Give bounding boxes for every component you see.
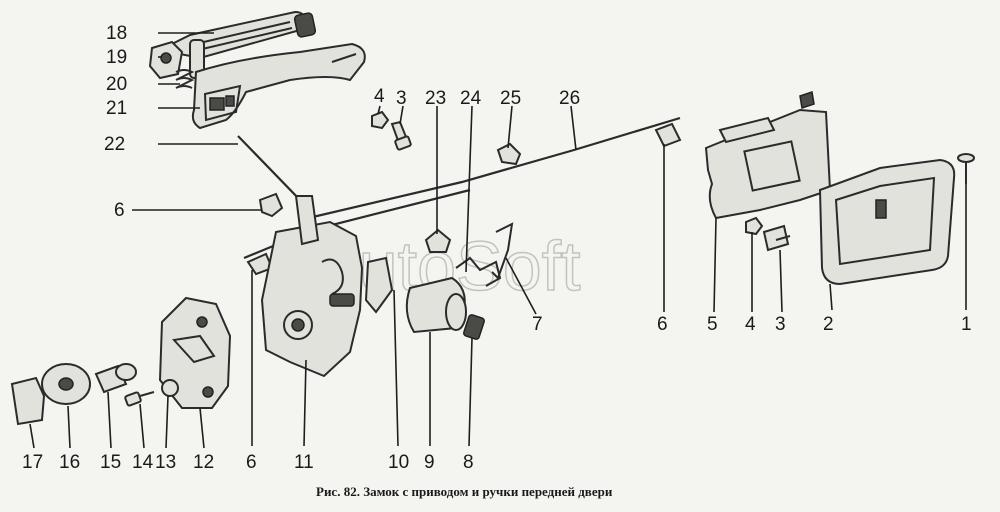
part-spring-7	[491, 222, 514, 280]
part-washer-13	[161, 379, 179, 397]
callout-14: 14	[132, 452, 154, 473]
callout-1: 1	[961, 314, 972, 335]
part-hook-24	[455, 256, 502, 287]
callout-3-top: 3	[396, 88, 407, 109]
callout-25: 25	[500, 88, 521, 109]
part-insert-8	[463, 314, 485, 340]
callout-15: 15	[100, 452, 121, 473]
callout-9: 9	[424, 452, 435, 473]
part-lock-mechanism	[260, 195, 364, 378]
part-lock-cylinder	[405, 276, 467, 334]
leader-lines	[29, 32, 967, 449]
part-clip-25	[496, 142, 522, 166]
part-screw-1	[957, 153, 975, 184]
callout-24: 24	[460, 88, 482, 109]
part-bracket-plate	[704, 91, 832, 220]
callout-22: 22	[104, 134, 125, 155]
callout-17: 17	[22, 452, 43, 473]
callout-13: 13	[155, 452, 176, 473]
callout-6-right: 6	[657, 314, 668, 335]
part-outer-handle-bar	[156, 10, 317, 79]
part-screw-14	[124, 391, 155, 407]
callout-21: 21	[106, 98, 127, 119]
callout-26: 26	[559, 88, 580, 109]
callout-3-right: 3	[775, 314, 786, 335]
callout-19: 19	[106, 47, 127, 68]
callout-18: 18	[106, 23, 127, 44]
callout-2: 2	[823, 314, 834, 335]
part-washer-23	[424, 228, 452, 253]
callout-8: 8	[463, 452, 474, 473]
callout-23: 23	[425, 88, 446, 109]
part-rod-26	[299, 116, 681, 222]
callout-7: 7	[532, 314, 543, 335]
part-bolt-3-right	[762, 224, 791, 252]
callout-20: 20	[106, 74, 127, 95]
callout-4-right: 4	[745, 314, 756, 335]
part-bolt-3-top	[390, 120, 412, 151]
part-clip-6-upper	[258, 192, 284, 218]
callout-10: 10	[388, 452, 409, 473]
callout-11: 11	[294, 452, 314, 473]
part-nut-4-right	[745, 216, 764, 236]
callout-6-upper: 6	[114, 200, 125, 221]
part-bolt-15	[94, 363, 137, 394]
callout-4-top: 4	[374, 86, 385, 107]
part-outer-handle-body	[191, 42, 366, 130]
part-spring	[175, 69, 195, 89]
figure-caption: Рис. 82. Замок с приводом и ручки передн…	[316, 484, 613, 499]
part-washer-16	[41, 363, 91, 405]
part-pad-17	[10, 376, 46, 426]
callout-16: 16	[59, 452, 80, 473]
part-nut-4-top	[371, 110, 390, 130]
part-clip-6-right	[654, 122, 682, 148]
callout-6-lower: 6	[246, 452, 257, 473]
part-handle-bracket	[148, 40, 184, 80]
part-lever-10	[364, 256, 394, 314]
part-inner-handle	[818, 158, 956, 286]
part-striker	[158, 296, 232, 409]
callout-12: 12	[193, 452, 214, 473]
callout-5: 5	[707, 314, 718, 335]
